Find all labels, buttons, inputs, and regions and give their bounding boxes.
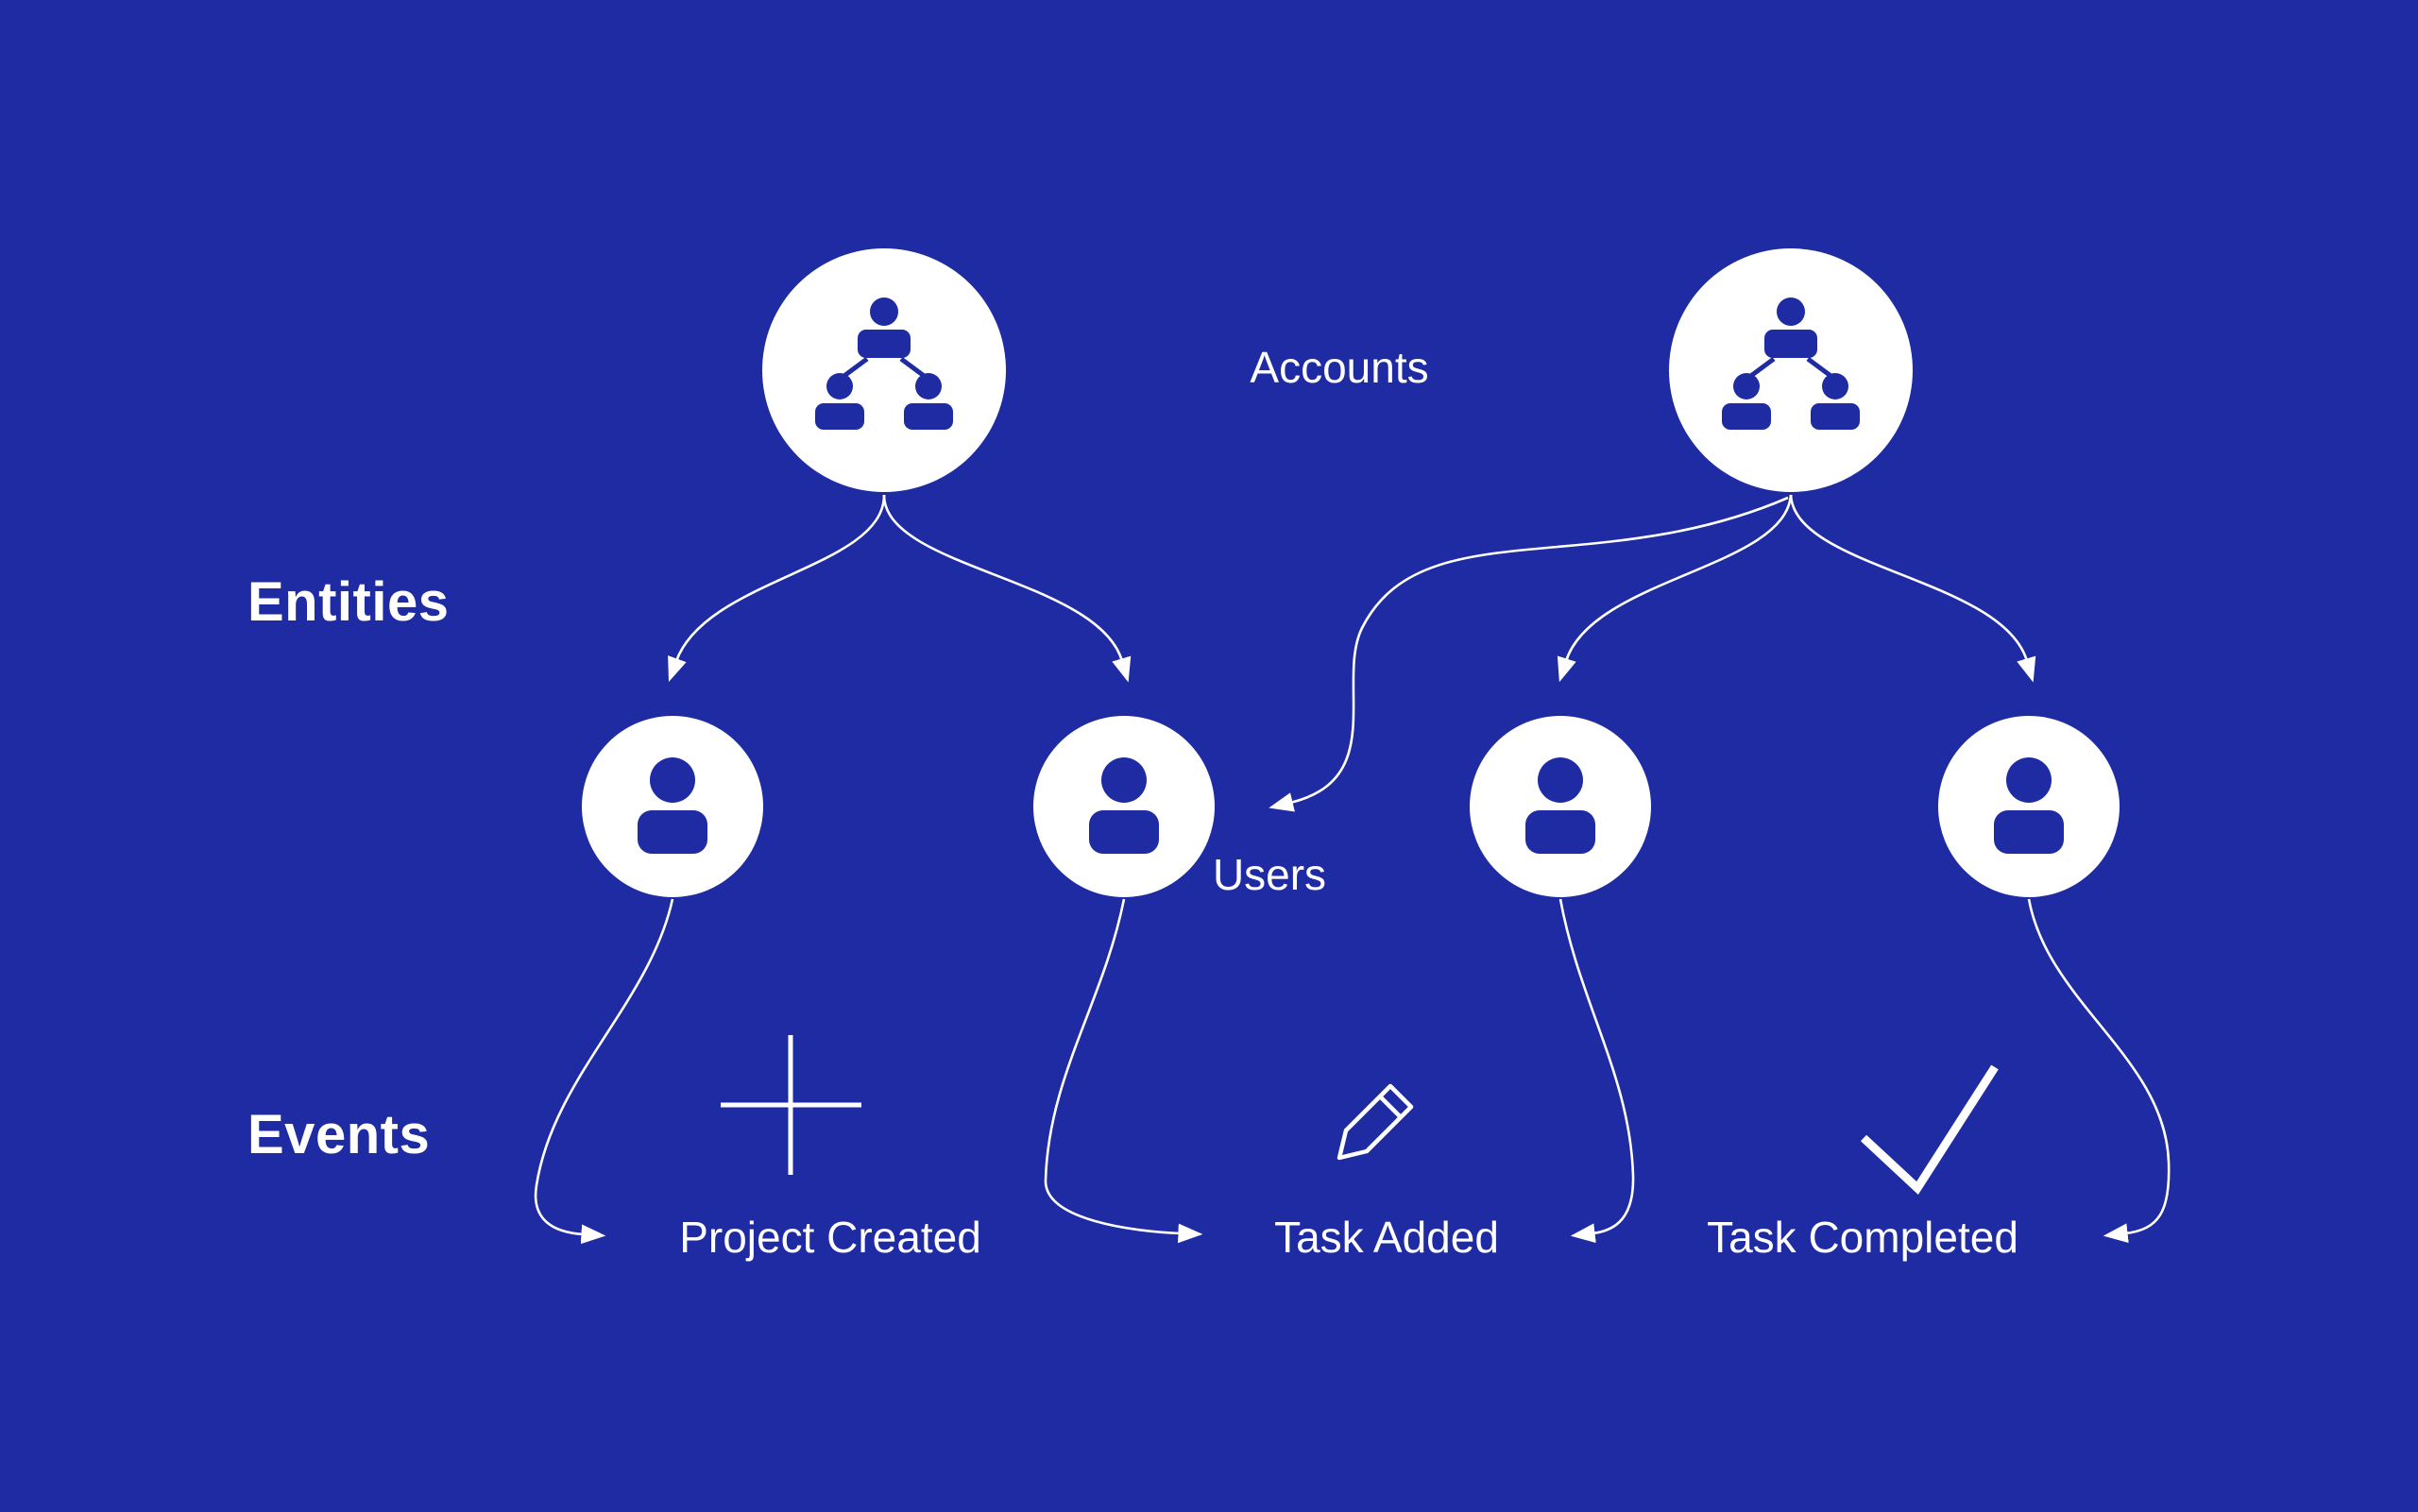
users-label: Users <box>1212 850 1327 899</box>
connectors <box>534 494 2171 1245</box>
arrow-account2-to-user3 <box>1557 494 1793 683</box>
accounts-label: Accounts <box>1250 343 1429 392</box>
arrow-account1-to-user2 <box>882 494 1132 683</box>
entities-section-label: Entities <box>247 571 450 633</box>
user-node-1 <box>582 716 763 897</box>
pencil-icon <box>1337 1083 1414 1161</box>
arrow-account1-to-user1 <box>668 494 886 682</box>
event-label-task-added: Task Added <box>1274 1213 1499 1262</box>
account-node-2 <box>1669 248 1913 492</box>
arrow-account2-to-user4 <box>1789 494 2036 683</box>
arrow-user3-to-task-added <box>1558 898 1635 1244</box>
user-node-4 <box>1938 716 2120 897</box>
account-node-1 <box>762 248 1006 492</box>
arrow-user1-to-project-created <box>534 898 674 1245</box>
arrow-user4-to-task-completed <box>2027 898 2171 1244</box>
event-label-project-created: Project Created <box>679 1213 981 1262</box>
user-node-3 <box>1470 716 1651 897</box>
arrow-account2-to-user2 <box>1269 496 1789 812</box>
arrow-user2-to-task-added <box>1044 898 1203 1244</box>
plus-icon <box>721 1035 861 1175</box>
event-label-task-completed: Task Completed <box>1707 1213 2018 1262</box>
user-node-2 <box>1033 716 1215 897</box>
events-section-label: Events <box>247 1104 431 1165</box>
check-icon <box>1860 1064 1999 1195</box>
